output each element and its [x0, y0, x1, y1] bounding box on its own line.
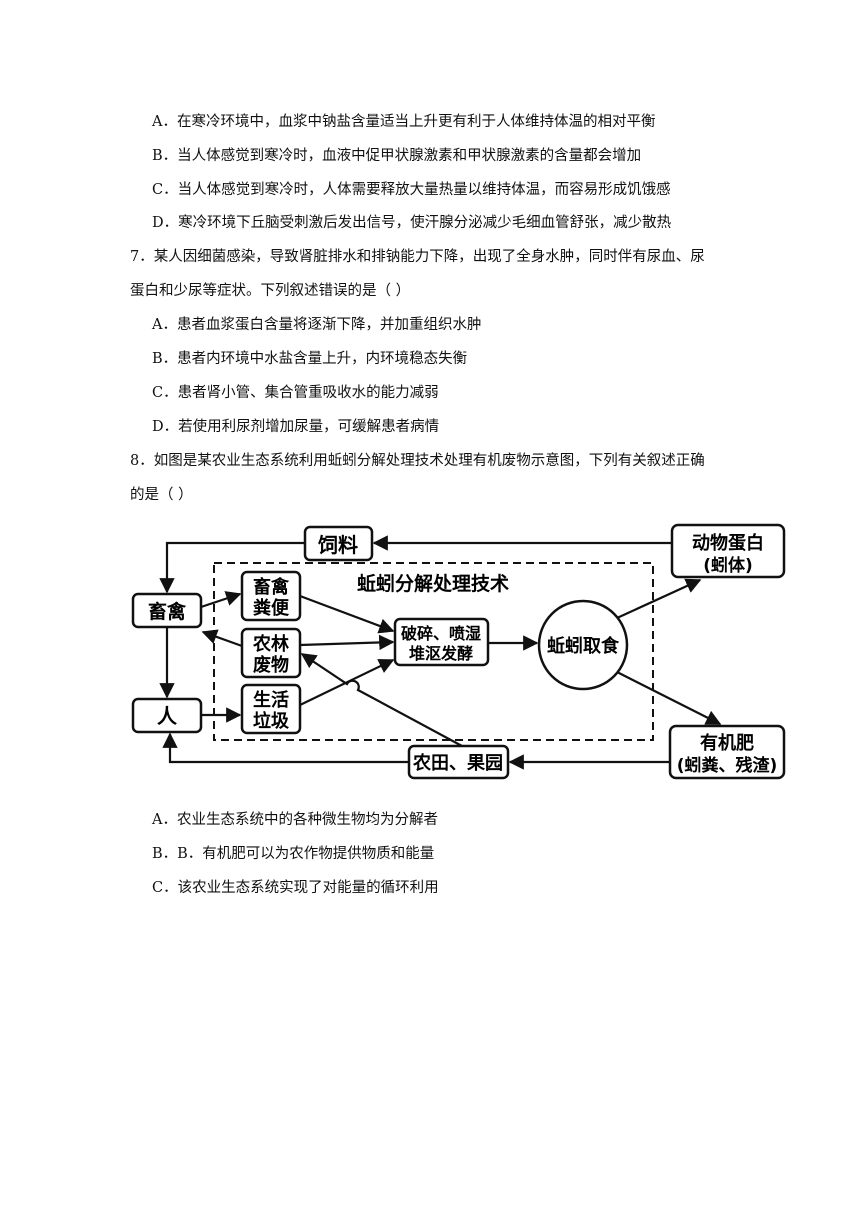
arrow-agriwaste-to-livestock	[201, 629, 243, 648]
q7-stem-line2: 蛋白和少尿等症状。下列叙述错误的是（ ）	[130, 283, 411, 299]
arrow-farmland-to-human	[162, 732, 409, 764]
svg-text:垃圾: 垃圾	[253, 710, 290, 732]
q6-option-c: C．当人体感觉到寒冷时，人体需要释放大量热量以维持体温，而容易形成饥饿感	[152, 182, 671, 198]
q8-stem-line1: 8．如图是某农业生态系统利用蚯蚓分解处理技术处理有机废物示意图，下列有关叙述正确	[130, 453, 705, 469]
svg-text:人: 人	[157, 704, 178, 728]
svg-text:(蚓粪、残渣): (蚓粪、残渣)	[677, 755, 778, 776]
svg-text:粪便: 粪便	[253, 597, 290, 619]
arrow-worm-to-fertilizer	[616, 671, 722, 725]
svg-text:蚯蚓取食: 蚯蚓取食	[547, 635, 620, 657]
q7-option-a: A．患者血浆蛋白含量将逐渐下降，并加重组织水肿	[152, 317, 482, 333]
q7-option-b: B．患者内环境中水盐含量上升，内环境稳态失衡	[152, 351, 468, 367]
farmland-box: 农田、果园	[407, 744, 510, 780]
human-box: 人	[131, 697, 203, 734]
q7-option-c: C．患者肾小管、集合管重吸收水的能力减弱	[152, 385, 439, 401]
fertilizer-box: 有机肥 (蚓粪、残渣)	[668, 724, 786, 780]
arrow-manure-to-crush	[299, 594, 395, 634]
q8-stem-line2: 的是（ ）	[130, 487, 193, 503]
q7-stem-line1: 7．某人因细菌感染，导致肾脏排水和排钠能力下降，出现了全身水肿，同时伴有尿血、尿	[130, 249, 705, 265]
svg-text:破碎、喷湿: 破碎、喷湿	[401, 624, 481, 643]
svg-text:农林: 农林	[252, 633, 289, 655]
diagram-arrows	[159, 535, 722, 770]
arrow-agriwaste-to-crush	[299, 634, 395, 651]
dashed-technology-region	[213, 562, 654, 741]
animal-protein-box: 动物蛋白 (蚓体)	[670, 523, 786, 579]
svg-text:(蚓体): (蚓体)	[703, 555, 753, 576]
manure-box: 畜禽 粪便	[240, 570, 302, 622]
ecosystem-diagram: 蚯蚓分解处理技术 饲料 动物蛋白 (蚓体) 畜禽 畜禽 粪便 农林 废物 生活 …	[131, 523, 786, 780]
svg-text:饲料: 饲料	[317, 533, 358, 557]
q8-option-c: C．该农业生态系统实现了对能量的循环利用	[152, 880, 439, 896]
q8-option-a: A．农业生态系统中的各种微生物均为分解者	[152, 812, 438, 828]
crush-ferment-box: 破碎、喷湿 堆沤发酵	[393, 617, 490, 667]
q6-option-b: B．当人体感觉到寒冷时，血液中促甲状腺激素和甲状腺激素的含量都会增加	[152, 148, 642, 164]
svg-text:畜禽: 畜禽	[253, 576, 290, 598]
arrow-livestock-to-manure	[200, 591, 242, 609]
arrow-feed-to-livestock	[159, 541, 305, 594]
q8-option-b: B．B．有机肥可以为农作物提供物质和能量	[152, 846, 435, 862]
q6-option-a: A．在寒冷环境中，血浆中钠盐含量适当上升更有利于人体维持体温的相对平衡	[152, 114, 656, 130]
svg-text:堆沤发酵: 堆沤发酵	[409, 644, 473, 663]
q6-option-d: D．寒冷环境下丘脑受刺激后发出信号，使汗腺分泌减少毛细血管舒张，减少散热	[152, 215, 672, 231]
livestock-box: 畜禽	[131, 592, 203, 629]
svg-text:有机肥: 有机肥	[700, 732, 754, 754]
worm-feeding-circle: 蚯蚓取食	[537, 599, 629, 691]
svg-text:农田、果园: 农田、果园	[412, 752, 503, 774]
agri-waste-box: 农林 废物	[240, 627, 302, 679]
garbage-box: 生活 垃圾	[240, 683, 302, 735]
feed-box: 饲料	[303, 525, 374, 562]
svg-text:动物蛋白: 动物蛋白	[692, 532, 764, 554]
arrow-worm-to-protein	[616, 578, 702, 620]
q7-option-d: D．若使用利尿剂增加尿量，可缓解患者病情	[152, 419, 440, 435]
dashed-region-title: 蚯蚓分解处理技术	[357, 572, 509, 595]
svg-text:废物: 废物	[253, 654, 289, 676]
arrow-farmland-to-agriwaste	[300, 653, 463, 747]
svg-text:生活: 生活	[253, 689, 289, 711]
svg-text:畜禽: 畜禽	[148, 600, 187, 623]
